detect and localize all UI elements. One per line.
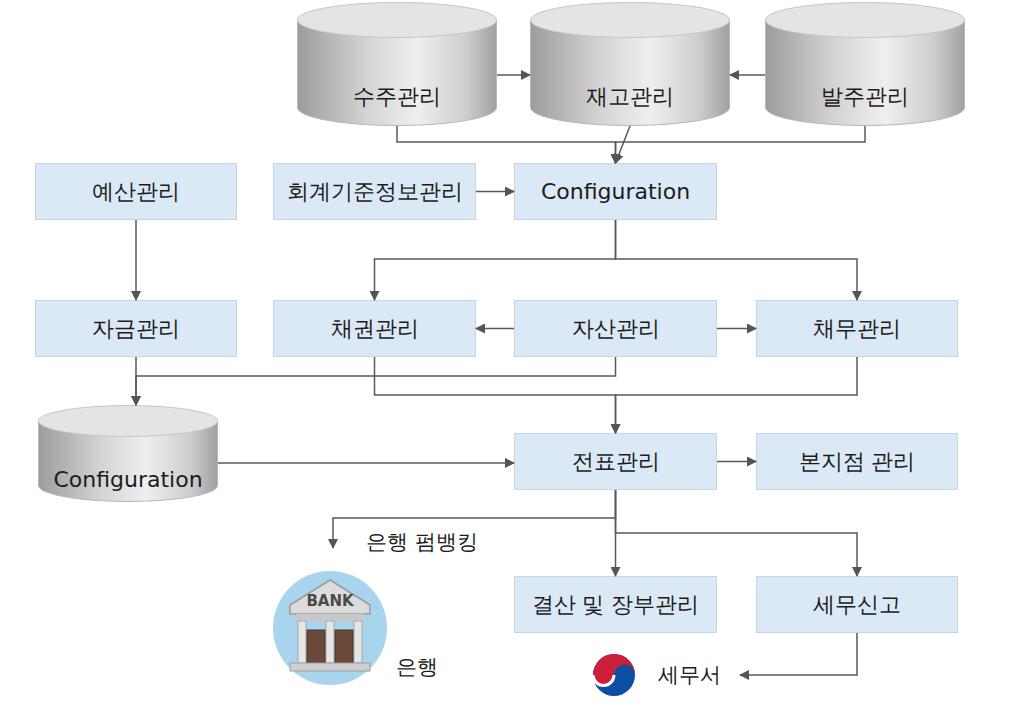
flow-arrow	[717, 461, 756, 463]
bank-column	[354, 621, 362, 663]
process-box: 채무관리	[756, 300, 958, 357]
process-box: 전표관리	[514, 433, 717, 490]
emblem-blue	[593, 654, 635, 696]
process-box: 예산관리	[35, 163, 237, 220]
database-cylinder: 발주관리	[765, 2, 965, 126]
tax-office-icon: 세무서	[590, 650, 740, 700]
flow-arrow	[616, 357, 858, 433]
flow-arrow	[616, 220, 858, 300]
cylinder-top	[298, 3, 497, 38]
node-label: 재고관리	[586, 84, 674, 110]
cylinder-top	[766, 3, 965, 38]
bank-roof	[290, 580, 370, 614]
node-label: 수주관리	[353, 84, 441, 110]
icon-label: 은행	[396, 654, 446, 680]
node-label: 세무신고	[813, 592, 901, 618]
process-box: 자금관리	[35, 300, 237, 357]
process-box: 본지점 관리	[756, 433, 958, 490]
flow-arrow	[397, 126, 616, 163]
flow-arrow	[333, 490, 616, 548]
database-cylinder: Configuration	[38, 405, 218, 502]
node-label: 채권관리	[331, 316, 419, 342]
node-label: Configuration	[53, 467, 202, 493]
bank-circle	[273, 571, 387, 685]
process-box: 자산관리	[514, 300, 717, 357]
node-label: Configuration	[541, 179, 690, 205]
database-cylinder: 수주관리	[297, 2, 497, 126]
node-label: 결산 및 장부관리	[532, 592, 700, 618]
node-label: 채무관리	[813, 316, 901, 342]
flow-arrow	[616, 490, 858, 576]
node-label: 예산관리	[92, 179, 180, 205]
bank-column	[298, 621, 306, 663]
flow-arrow	[476, 191, 514, 193]
flow-arrow	[135, 220, 137, 300]
flow-arrow	[136, 357, 616, 405]
cylinder-top	[531, 3, 730, 38]
database-cylinder: 재고관리	[530, 2, 730, 126]
node-label: 자산관리	[572, 316, 660, 342]
flow-arrow	[730, 74, 765, 76]
edge-label: 은행 펌뱅킹	[366, 528, 478, 556]
bank-icon: BANK 은행	[272, 548, 447, 688]
node-label: 자금관리	[92, 316, 180, 342]
node-label: 본지점 관리	[799, 449, 916, 475]
icon-label: 세무서	[658, 662, 738, 688]
process-box: 회계기준정보관리	[273, 163, 476, 220]
flow-arrow	[740, 633, 857, 675]
process-box: Configuration	[514, 163, 717, 220]
flow-arrow	[476, 328, 514, 330]
flow-arrow	[717, 328, 756, 330]
emblem-gap	[593, 675, 614, 686]
process-box: 채권관리	[273, 300, 476, 357]
node-label: 발주관리	[821, 84, 909, 110]
flow-arrow	[616, 126, 631, 163]
cylinder-top	[39, 406, 218, 437]
flow-arrow	[218, 462, 514, 464]
process-box: 세무신고	[756, 576, 958, 633]
flow-arrow	[375, 357, 616, 433]
bank-door	[307, 630, 325, 663]
bank-column	[326, 621, 334, 663]
emblem-red	[593, 654, 635, 685]
sign-text: BANK	[292, 588, 368, 614]
node-label: 전표관리	[572, 449, 660, 475]
node-label: 회계기준정보관리	[287, 179, 463, 205]
flow-arrow	[616, 126, 866, 163]
flow-arrow	[135, 357, 137, 405]
bank-beam	[296, 614, 364, 621]
flow-arrow	[497, 74, 530, 76]
flow-arrow	[615, 490, 617, 576]
bank-door	[335, 630, 353, 663]
bank-base	[290, 663, 370, 671]
flow-arrow	[375, 220, 616, 300]
process-box: 결산 및 장부관리	[514, 576, 717, 633]
